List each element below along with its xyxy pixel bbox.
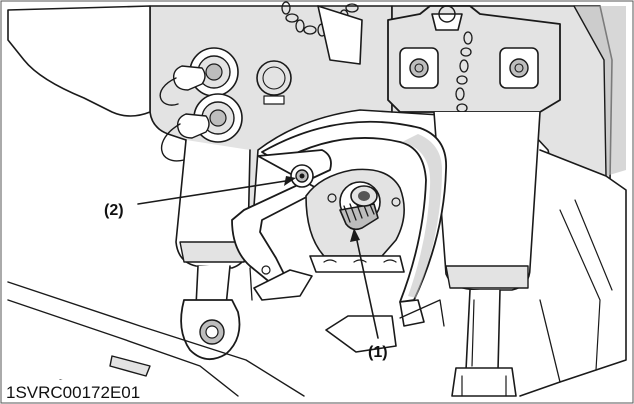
figure-code: 1SVRC00172E01: [6, 383, 140, 402]
callout-label-2: (2): [104, 202, 124, 219]
right-lift-arm: [433, 111, 541, 397]
pto-shaft: [339, 181, 381, 231]
callout-2: (2): [104, 176, 296, 219]
hydraulic-couplers: [159, 47, 292, 162]
lower-frame: [7, 267, 561, 399]
callout-label-1: (1): [368, 344, 388, 361]
chain-assembly: [281, 1, 561, 197]
figure-code-backing: [0, 380, 190, 404]
callout-1: (1): [350, 228, 388, 361]
